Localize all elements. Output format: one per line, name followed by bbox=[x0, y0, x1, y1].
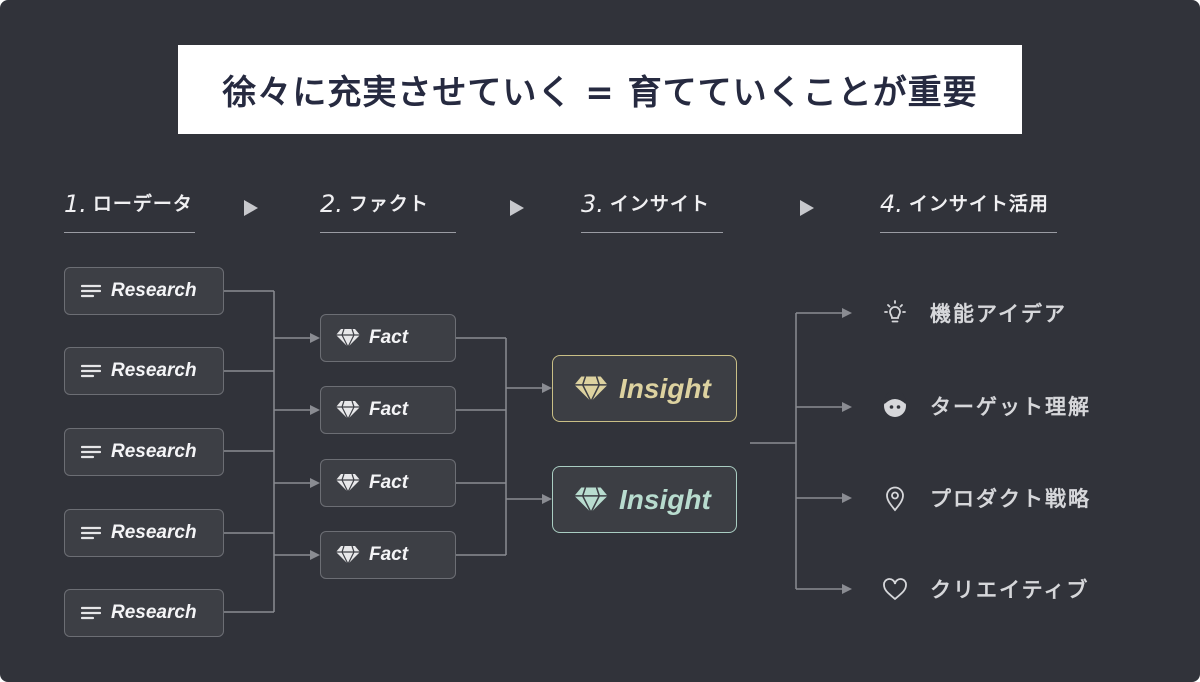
research-label: Research bbox=[111, 602, 197, 623]
outcome-label: 機能アイデア bbox=[930, 302, 1067, 326]
insight-node-gold[interactable]: Insight bbox=[552, 355, 737, 422]
research-label: Research bbox=[111, 522, 197, 543]
diamond-icon bbox=[574, 486, 608, 514]
research-node[interactable]: Research bbox=[64, 509, 224, 557]
research-label: Research bbox=[111, 441, 197, 462]
step-header-insight-usage: 4. インサイト活用 bbox=[880, 186, 1057, 233]
face-icon bbox=[884, 391, 906, 417]
outcome-label: ターゲット理解 bbox=[930, 395, 1091, 419]
document-lines-icon bbox=[81, 284, 101, 298]
insight-label: Insight bbox=[619, 372, 711, 404]
outcome-label: プロダクト戦略 bbox=[930, 487, 1091, 511]
diamond-icon bbox=[336, 400, 360, 420]
document-lines-icon bbox=[81, 445, 101, 459]
step-arrow-icon bbox=[510, 200, 524, 216]
fact-node[interactable]: Fact bbox=[320, 314, 456, 362]
document-lines-icon bbox=[81, 364, 101, 378]
fact-node[interactable]: Fact bbox=[320, 531, 456, 579]
document-lines-icon bbox=[81, 526, 101, 540]
insight-node-teal[interactable]: Insight bbox=[552, 466, 737, 533]
step-label: ローデータ bbox=[92, 193, 193, 215]
diamond-icon bbox=[574, 375, 608, 403]
step-label: インサイト bbox=[609, 193, 710, 215]
lightbulb-icon bbox=[884, 300, 906, 323]
fact-node[interactable]: Fact bbox=[320, 459, 456, 507]
research-label: Research bbox=[111, 360, 197, 381]
step-arrow-icon bbox=[800, 200, 814, 216]
step-label: ファクト bbox=[348, 193, 429, 215]
step-number: 1. bbox=[64, 190, 87, 218]
step-number: 4. bbox=[880, 190, 903, 218]
step-header-insight: 3. インサイト bbox=[581, 186, 723, 233]
research-node[interactable]: Research bbox=[64, 589, 224, 637]
research-label: Research bbox=[111, 280, 197, 301]
fact-label: Fact bbox=[369, 472, 409, 493]
heart-icon bbox=[883, 578, 907, 601]
outcome-product-strategy[interactable]: プロダクト戦略 bbox=[880, 478, 1091, 518]
diamond-icon bbox=[336, 328, 360, 348]
diamond-icon bbox=[336, 545, 360, 565]
outcome-target-understanding[interactable]: ターゲット理解 bbox=[880, 386, 1091, 426]
page-title: 徐々に充実させていく = 育てていくことが重要 bbox=[222, 73, 978, 113]
step-number: 2. bbox=[320, 190, 343, 218]
fact-node[interactable]: Fact bbox=[320, 386, 456, 434]
outcome-creative[interactable]: クリエイティブ bbox=[880, 569, 1089, 609]
outcome-feature-ideas[interactable]: 機能アイデア bbox=[880, 293, 1067, 333]
step-number: 3. bbox=[581, 190, 604, 218]
diamond-icon bbox=[336, 473, 360, 493]
insight-label: Insight bbox=[619, 483, 711, 515]
fact-label: Fact bbox=[369, 544, 409, 565]
step-header-fact: 2. ファクト bbox=[320, 186, 456, 233]
fact-label: Fact bbox=[369, 327, 409, 348]
fact-label: Fact bbox=[369, 399, 409, 420]
title-box: 徐々に充実させていく = 育てていくことが重要 bbox=[178, 45, 1022, 134]
research-node[interactable]: Research bbox=[64, 428, 224, 476]
research-node[interactable]: Research bbox=[64, 347, 224, 395]
step-label: インサイト活用 bbox=[908, 193, 1049, 215]
research-node[interactable]: Research bbox=[64, 267, 224, 315]
location-pin-icon bbox=[886, 486, 904, 512]
document-lines-icon bbox=[81, 606, 101, 620]
outcome-label: クリエイティブ bbox=[930, 578, 1090, 602]
step-header-raw-data: 1. ローデータ bbox=[64, 186, 195, 233]
step-arrow-icon bbox=[244, 200, 258, 216]
